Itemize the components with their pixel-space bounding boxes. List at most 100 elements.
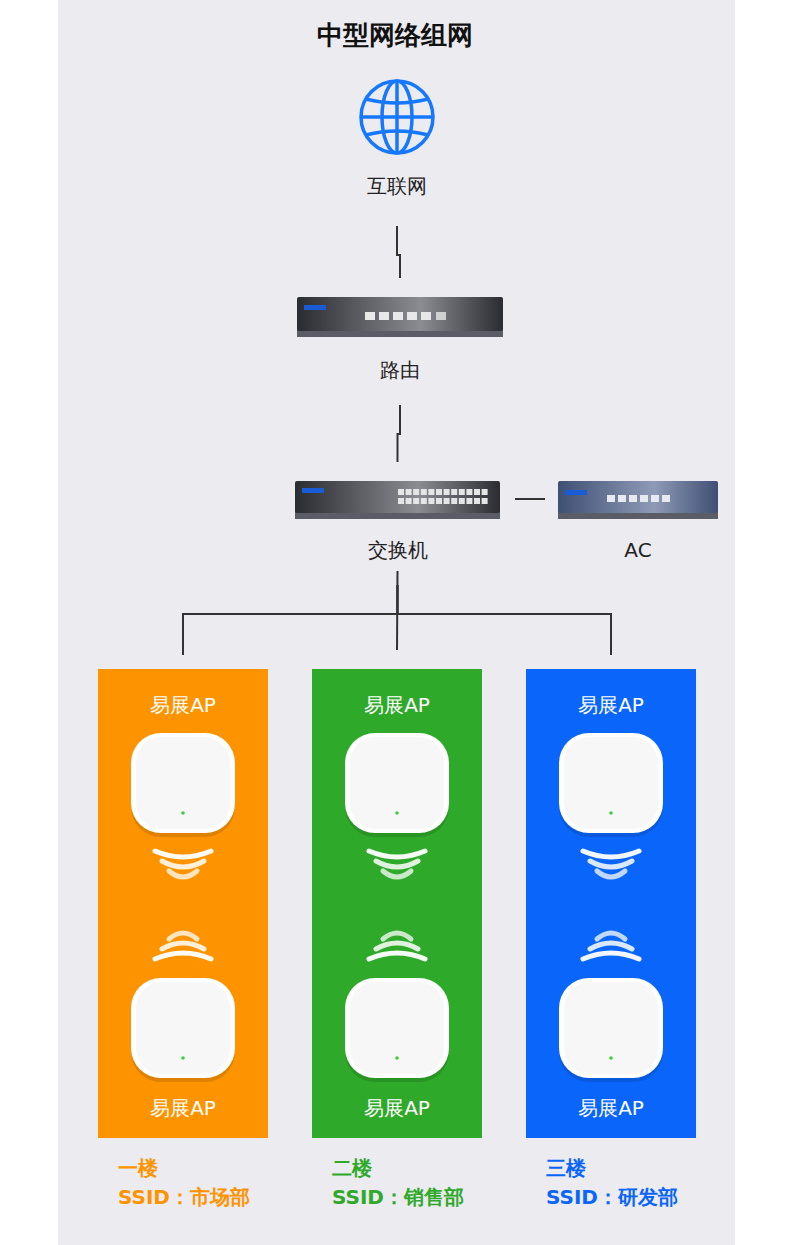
floor-band: 三楼SSID：研发部易展AP易展AP: [526, 669, 696, 1138]
port: [398, 498, 404, 504]
wifi-wave: [597, 871, 625, 877]
ap-led: [395, 811, 399, 815]
port: [629, 495, 637, 502]
node-label: 易展AP: [526, 693, 696, 717]
wifi-wave: [376, 943, 418, 949]
ap-led: [609, 1056, 613, 1060]
port: [428, 498, 434, 504]
ap-device: [559, 978, 663, 1078]
port: [482, 489, 488, 495]
wifi-wave: [383, 871, 411, 877]
node-label: 一楼: [118, 1156, 158, 1180]
port: [436, 312, 446, 320]
port: [640, 495, 648, 502]
access-point: 易展AP: [312, 969, 482, 1134]
ap-device: [559, 733, 663, 833]
wifi-wave: [369, 953, 425, 959]
ap-face: [350, 737, 444, 829]
globe-line: [366, 99, 428, 103]
wifi-wave: [583, 851, 639, 857]
port: [393, 312, 403, 320]
connector: [515, 498, 545, 500]
logo-plate: [565, 490, 587, 495]
port: [421, 489, 427, 495]
network-device: 交换机: [290, 476, 505, 564]
ap-shadow: [131, 980, 235, 1082]
wifi-wave: [369, 851, 425, 857]
node-label: 交换机: [290, 538, 505, 562]
access-point: 易展AP: [98, 969, 268, 1134]
ap-face: [136, 737, 230, 829]
ap-shadow: [559, 980, 663, 1082]
port: [466, 498, 472, 504]
port: [436, 489, 442, 495]
port: [474, 489, 480, 495]
floor-band: 一楼SSID：市场部易展AP易展AP: [98, 669, 268, 1138]
node-label: 易展AP: [312, 1096, 482, 1120]
wifi-wave: [162, 861, 204, 867]
port: [474, 498, 480, 504]
network-device: 互联网: [345, 75, 449, 205]
floor-band: [312, 669, 482, 1138]
port: [459, 489, 465, 495]
port: [407, 312, 417, 320]
node-label: 路由: [290, 358, 510, 382]
connector: [398, 405, 401, 462]
connector: [183, 585, 398, 655]
port: [421, 498, 427, 504]
ap-led: [181, 1056, 185, 1060]
wifi-wave: [155, 851, 211, 857]
access-point: 易展AP: [98, 669, 268, 839]
port: [444, 489, 450, 495]
port: [466, 489, 472, 495]
node-label: 互联网: [345, 174, 449, 198]
access-point: 易展AP: [526, 969, 696, 1134]
floor-band: [526, 669, 696, 1138]
node-label: SSID：市场部: [118, 1185, 250, 1209]
port: [413, 498, 419, 504]
ap-shadow: [559, 735, 663, 837]
port: [365, 312, 375, 320]
wifi-wave: [155, 953, 211, 959]
ap-shadow: [131, 735, 235, 837]
port: [618, 495, 626, 502]
node-label: 易展AP: [312, 693, 482, 717]
logo-plate: [302, 488, 324, 493]
port: [482, 498, 488, 504]
ap-face: [564, 982, 658, 1074]
ap-face: [136, 982, 230, 1074]
port: [421, 312, 431, 320]
ap-led: [609, 811, 613, 815]
globe-line: [361, 115, 433, 119]
ap-shadow: [345, 980, 449, 1082]
node-label: 易展AP: [526, 1096, 696, 1120]
port: [406, 498, 412, 504]
node-label: AC: [555, 538, 721, 562]
ap-face: [350, 982, 444, 1074]
port: [451, 489, 457, 495]
ap-device: [345, 733, 449, 833]
node-label: 二楼: [332, 1156, 372, 1180]
port: [413, 489, 419, 495]
node-label: 三楼: [546, 1156, 586, 1180]
access-point: 易展AP: [526, 669, 696, 839]
port: [444, 498, 450, 504]
node-label: 易展AP: [98, 693, 268, 717]
node-label: 易展AP: [98, 1096, 268, 1120]
logo-plate: [304, 305, 326, 310]
device-body: [297, 297, 503, 331]
wifi-wave: [583, 953, 639, 959]
ap-device: [131, 733, 235, 833]
port: [406, 489, 412, 495]
wifi-wave: [590, 861, 632, 867]
wifi-wave: [169, 933, 197, 939]
network-device: 路由: [290, 292, 510, 384]
wifi-wave: [162, 943, 204, 949]
port: [428, 489, 434, 495]
port: [398, 489, 404, 495]
node-label: SSID：研发部: [546, 1185, 678, 1209]
port: [607, 495, 615, 502]
wifi-wave: [169, 871, 197, 877]
floor-band: [98, 669, 268, 1138]
globe-line: [366, 131, 428, 135]
